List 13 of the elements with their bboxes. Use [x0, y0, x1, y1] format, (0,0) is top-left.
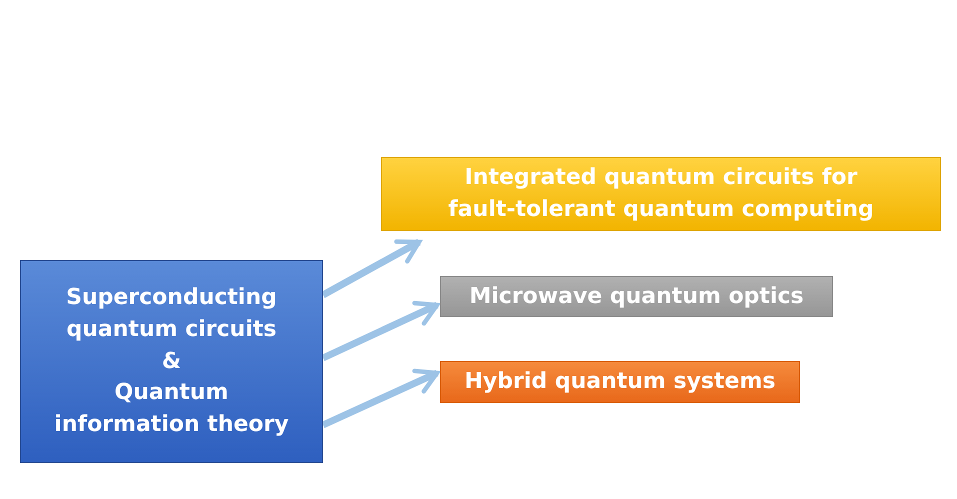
box-label: Integrated quantum circuits for fault-tolerant quantum computing [447, 164, 875, 224]
research-area-box [440, 361, 800, 403]
research-area-box [381, 157, 941, 231]
box-label: Superconducting quantum circuits [65, 284, 278, 344]
box-label: Quantum information theory [54, 379, 289, 440]
arrow [321, 238, 422, 298]
topic-box [20, 260, 323, 463]
box-label: & [162, 348, 182, 376]
box-label: Microwave quantum optics [469, 282, 804, 311]
box-label: Hybrid quantum systems [464, 368, 776, 396]
arrow [322, 368, 440, 428]
arrow [322, 300, 440, 362]
research-area-box [440, 276, 833, 317]
